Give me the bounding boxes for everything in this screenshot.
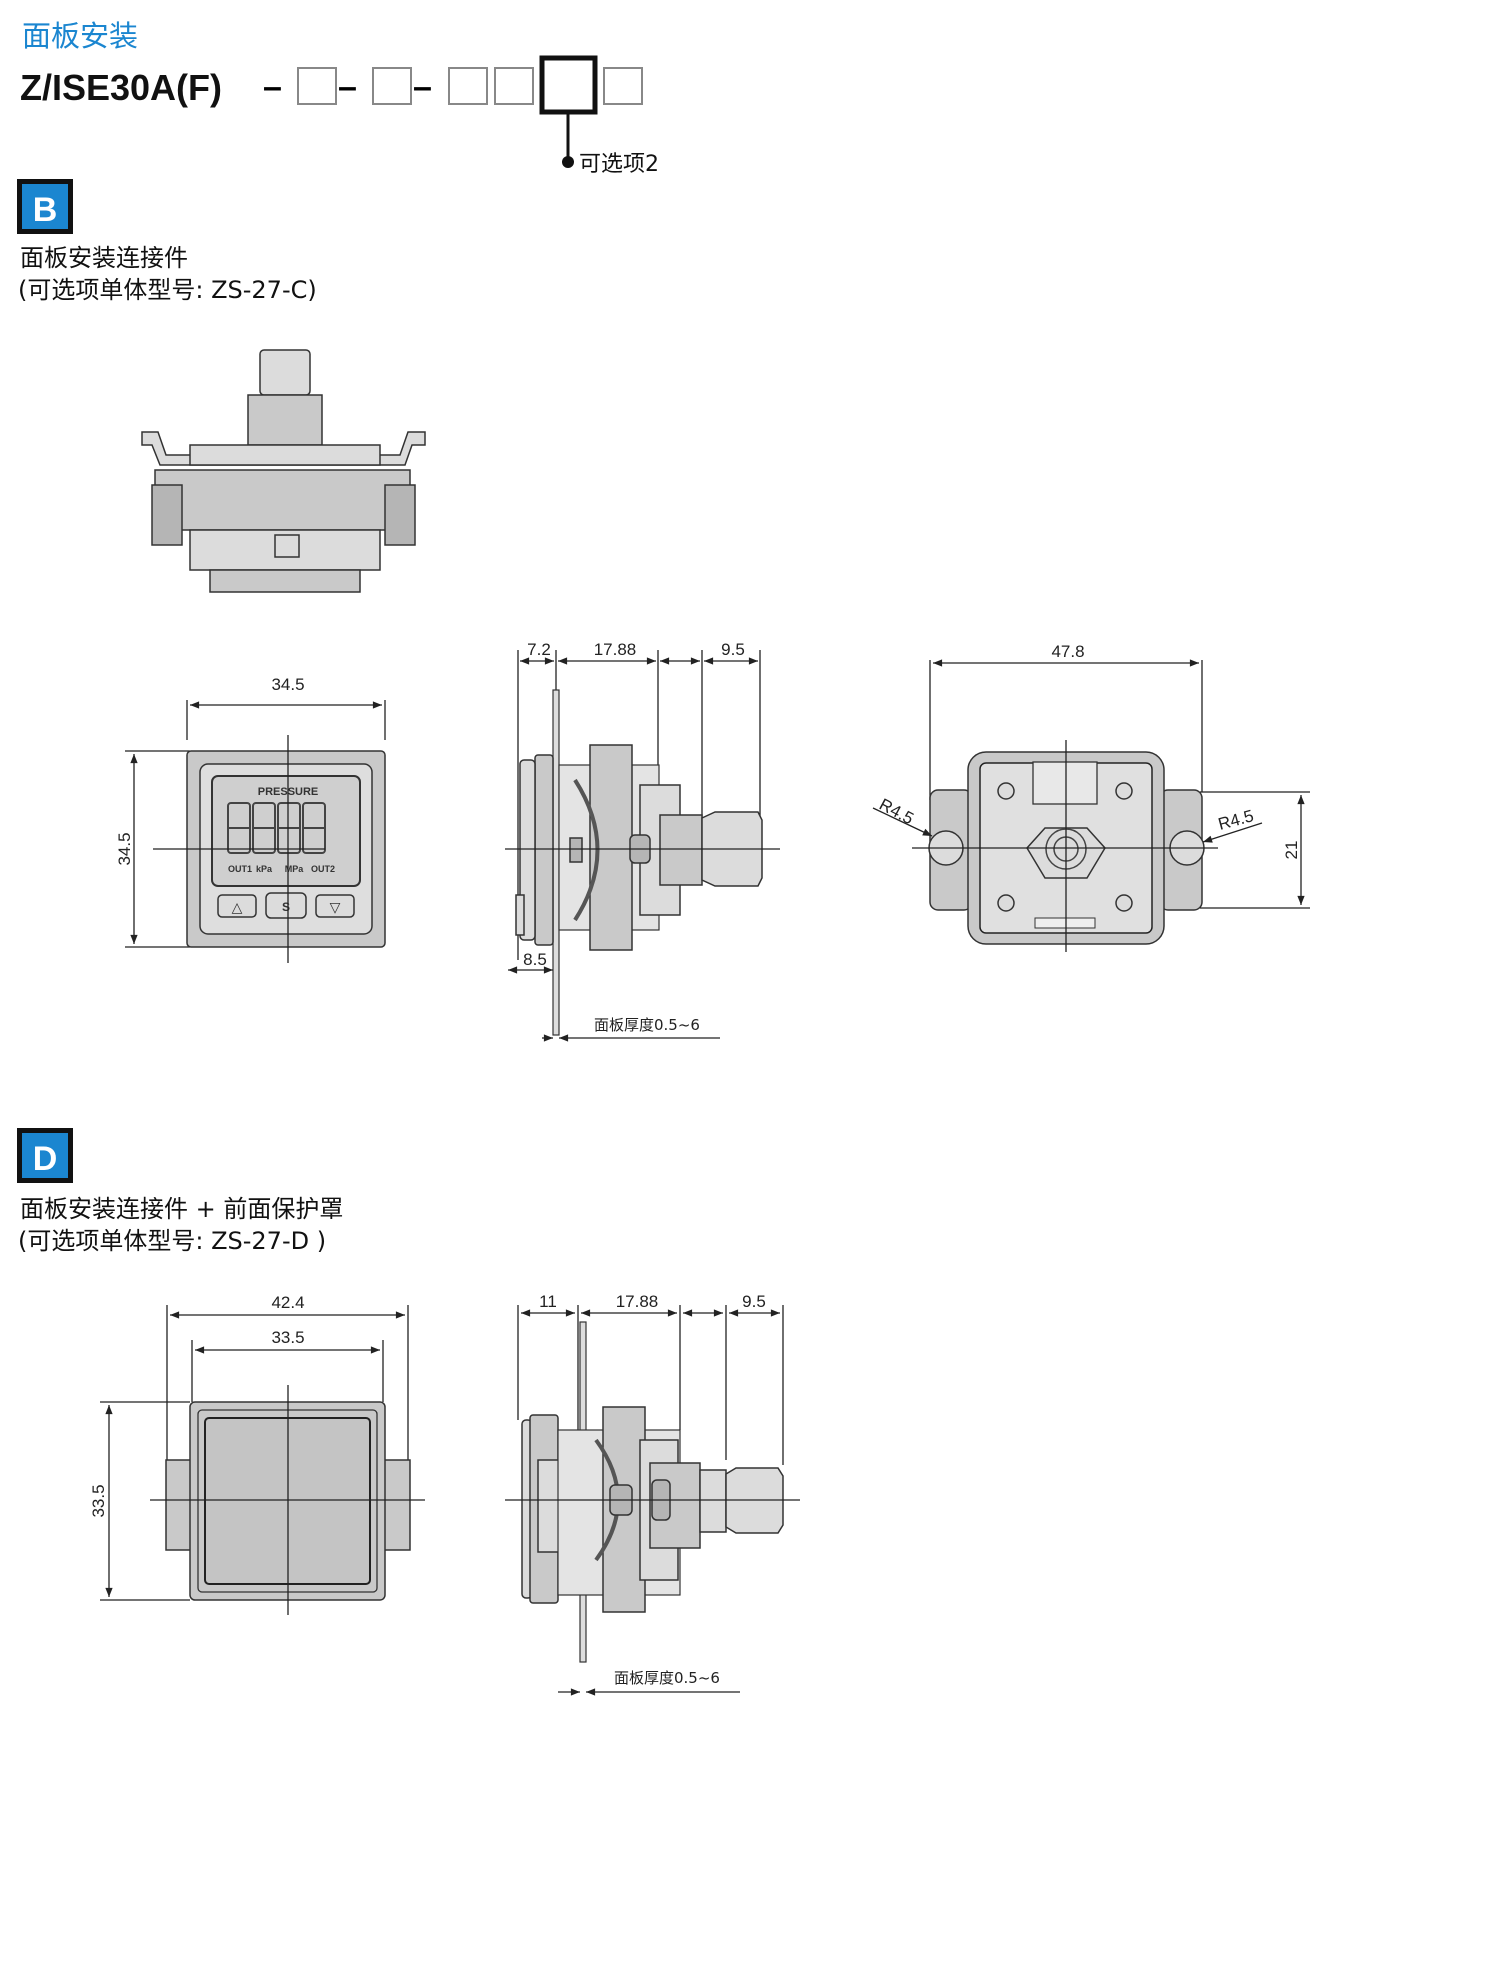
badge-d: D [17,1128,73,1183]
svg-text:△: △ [232,899,243,915]
badge-b: B [17,179,73,234]
connector [1032,761,1098,805]
section-b-name: 面板安装连接件 [20,244,188,272]
callout-dot [562,156,574,168]
up-button [217,894,257,918]
svg-text:R4.5: R4.5 [876,795,917,829]
svg-text:OUT1: OUT1 [228,864,252,874]
page-title: 面板安装 [22,19,138,53]
dash: – [413,68,432,106]
code-box [603,67,643,105]
d-front-view: 42.4 33.5 33.5 [89,1293,425,1615]
dash: – [263,68,282,106]
code-box [372,67,412,105]
panel-plate [552,689,560,1036]
section-d-part-no: (可选项单体型号: ZS-27-D ) [18,1227,326,1255]
model-prefix: Z/ISE30A(F) [20,67,222,108]
svg-text:9.5: 9.5 [721,640,745,659]
code-box [494,67,534,105]
svg-text:S: S [282,900,290,914]
code-box-highlighted [539,55,598,115]
section-b-part-no: (可选项单体型号: ZS-27-C) [18,276,317,304]
svg-text:▽: ▽ [330,899,341,915]
svg-text:33.5: 33.5 [271,1328,304,1347]
svg-text:MPa: MPa [285,864,305,874]
dim-width: 34.5 [271,675,304,694]
option-callout: 可选项2 [579,152,659,177]
svg-text:D: D [33,1140,58,1178]
b-rear-view: 47.8 R4.5 R4.5 21 [872,642,1310,952]
svg-text:47.8: 47.8 [1051,642,1084,661]
svg-text:21: 21 [1282,841,1301,860]
svg-text:7.2: 7.2 [527,640,551,659]
panel-thickness-label: 面板厚度0.5~6 [614,1669,720,1687]
svg-text:R4.5: R4.5 [1216,806,1256,834]
model-code-boxes: – – – 可选项2 [263,55,659,177]
b-side-view: 7.2 17.88 9.5 8.5 面板厚度0.5~6 [505,640,780,1042]
svg-text:33.5: 33.5 [89,1484,108,1517]
svg-text:kPa: kPa [256,864,273,874]
dash: – [338,68,357,106]
svg-text:B: B [33,191,58,229]
svg-text:17.88: 17.88 [616,1292,659,1311]
dim-height: 34.5 [115,832,134,865]
svg-text:11: 11 [539,1292,557,1311]
panel-thickness-label: 面板厚度0.5~6 [594,1016,700,1034]
section-d-name: 面板安装连接件 + 前面保护罩 [20,1195,343,1223]
svg-text:42.4: 42.4 [271,1293,304,1312]
down-button [315,894,355,918]
product-3d-view [141,349,426,593]
b-front-view: 34.5 34.5 PRESSURE OUT1 kPa MPa OUT2 △ S… [115,675,386,963]
svg-text:OUT2: OUT2 [311,864,335,874]
d-side-view: 11 17.88 9.5 面板厚度0.5~6 [505,1292,800,1696]
svg-text:9.5: 9.5 [742,1292,766,1311]
svg-text:8.5: 8.5 [523,950,547,969]
set-button [265,892,307,919]
code-box [448,67,488,105]
code-box [297,67,337,105]
svg-text:17.88: 17.88 [594,640,637,659]
